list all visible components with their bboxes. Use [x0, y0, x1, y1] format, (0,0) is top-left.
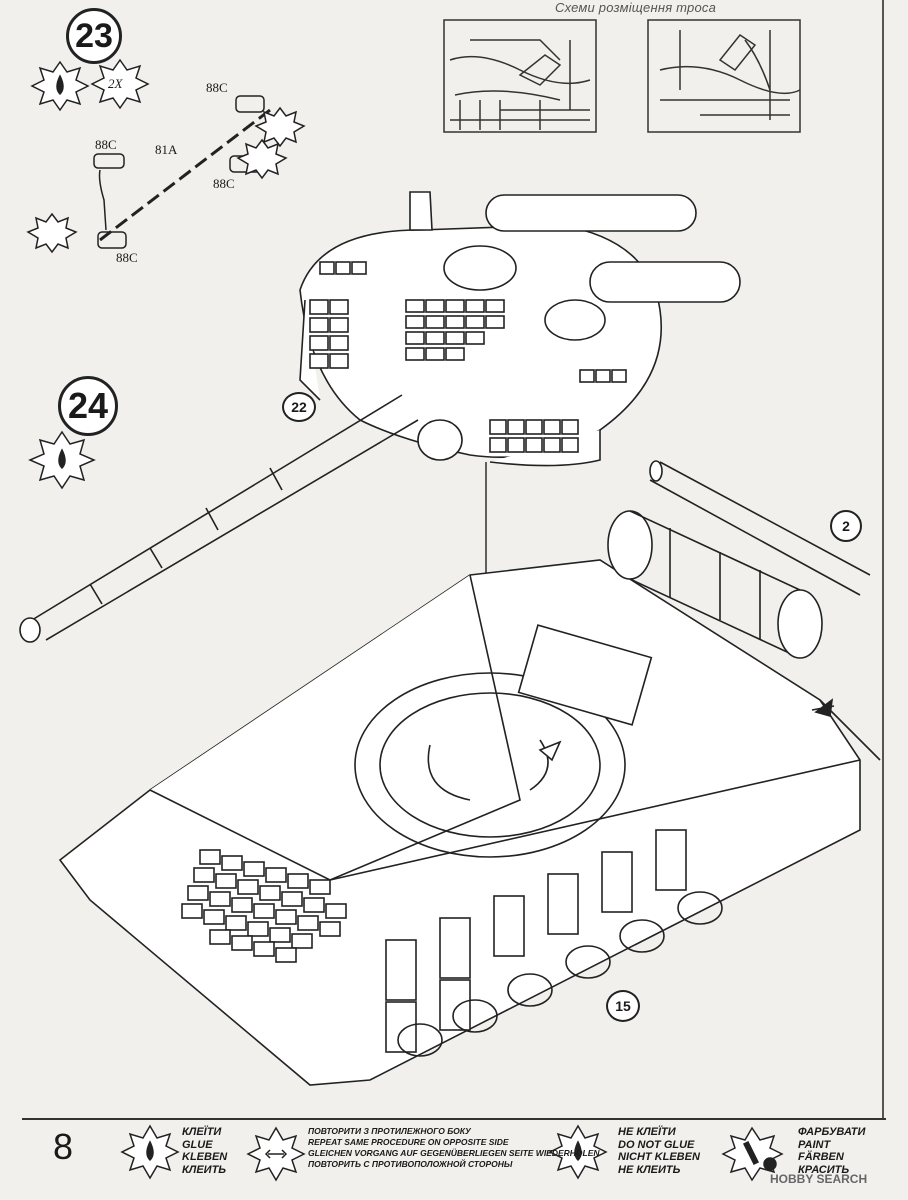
- footer-legend: [22, 1118, 886, 1190]
- cable-inset-left: [443, 19, 597, 133]
- cable-inset-right: [647, 19, 801, 133]
- repeat-multiplier: 2X: [108, 76, 123, 91]
- part-label-88c-top: 88C: [206, 80, 228, 95]
- step-24-number: 24: [58, 376, 118, 436]
- part-label-88c-bottom: 88C: [116, 250, 138, 265]
- part-label-81a: 81A: [155, 142, 178, 157]
- hull-drawing: [58, 460, 881, 1086]
- part-label-88c-right: 88C: [213, 176, 235, 191]
- turret-drawing: [19, 191, 741, 643]
- callout-2: 2: [830, 510, 862, 542]
- part-label-88c-left: 88C: [95, 137, 117, 152]
- callout-15: 15: [606, 990, 640, 1022]
- footer-icons: [120, 1124, 784, 1182]
- era-blocks-skirt: [385, 829, 687, 1053]
- era-blocks-hull: [181, 849, 347, 963]
- page-border: [882, 0, 884, 1120]
- era-blocks-turret: [309, 261, 627, 453]
- cable-scheme-caption: Схеми розміщення троса: [555, 0, 717, 15]
- step-23-number: 23: [66, 8, 122, 64]
- cable-parts-diagram: [26, 95, 306, 254]
- watermark: HOBBY SEARCH: [770, 1172, 868, 1186]
- glue-icon: [30, 60, 90, 112]
- page-number: 8: [52, 1126, 74, 1167]
- callout-22: 22: [282, 392, 316, 422]
- repeat-icon: [90, 58, 150, 110]
- glue-icon-step24: [28, 430, 96, 490]
